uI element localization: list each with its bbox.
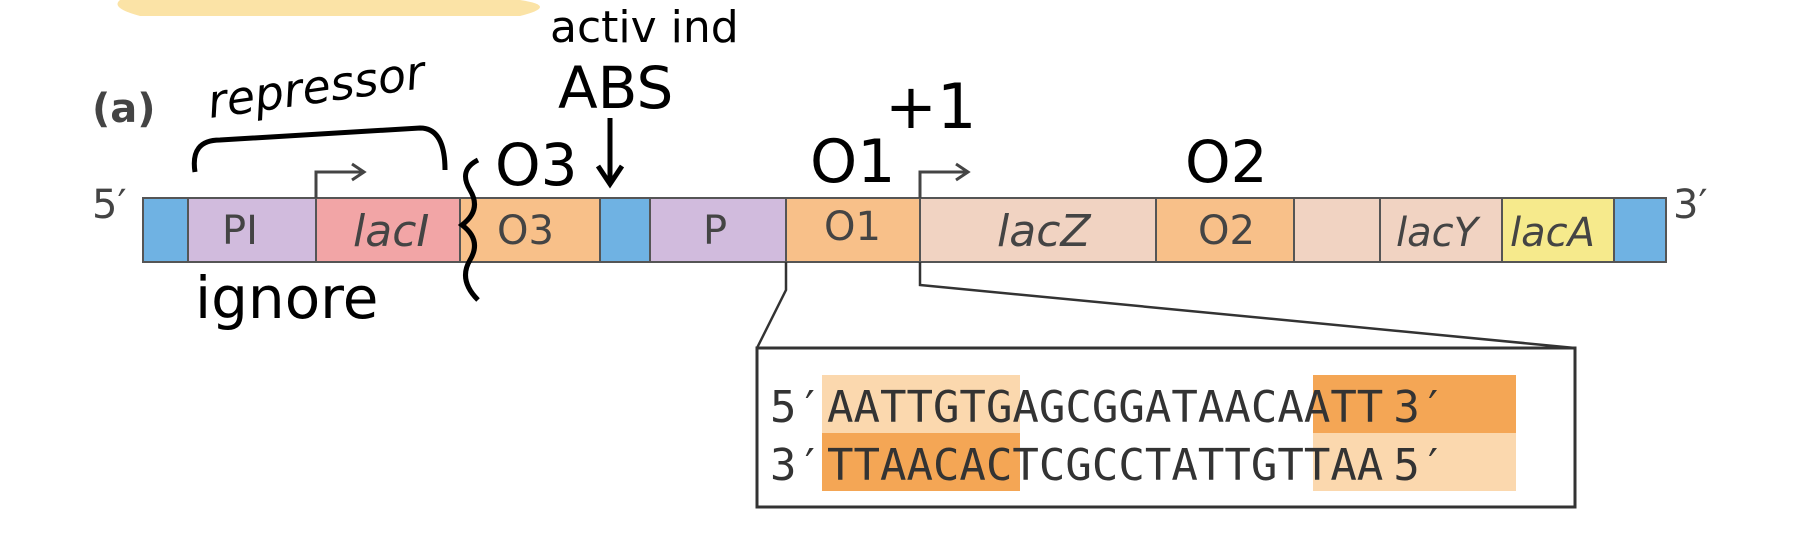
seq-top-box-b: ACAATT <box>1224 382 1383 433</box>
handwritten-repressor: repressor <box>204 45 431 129</box>
segment-lacz <box>919 197 1157 263</box>
segment-pi <box>187 197 317 263</box>
seq-bottom-left: 3′ <box>770 440 823 491</box>
handwritten-activ-ind: activ ind <box>550 2 739 53</box>
segment-blue-3 <box>1613 197 1667 263</box>
operator-brace <box>457 157 480 302</box>
label-o1: O1 <box>824 204 881 250</box>
panel-label: (a) <box>92 86 156 132</box>
segment-laci <box>315 197 461 263</box>
handwritten-o1: O1 <box>810 127 895 197</box>
promoter-arrow-lacz <box>918 162 971 198</box>
seq-bottom-box-b: TGTTAA <box>1224 440 1383 491</box>
bottom-box-a-highlight <box>822 433 1020 491</box>
segment-o2 <box>1155 197 1295 263</box>
segment-o1 <box>785 197 921 263</box>
label-o2: O2 <box>1198 208 1255 254</box>
zoom-line-left <box>755 262 788 349</box>
seq-bottom-right: 5′ <box>1393 440 1446 491</box>
seq-bottom-middle: CTCGCCTAT <box>986 440 1224 491</box>
zoom-line-right <box>918 262 1576 350</box>
segment-gap <box>1293 197 1381 263</box>
handwritten-o3: O3 <box>495 131 578 199</box>
promoter-arrow-laci <box>314 162 367 198</box>
top-box-b-highlight <box>1313 375 1516 433</box>
seq-bottom-box-a: TTAACA <box>827 440 986 491</box>
segment-laca <box>1501 197 1615 263</box>
label-p: P <box>703 208 727 254</box>
seq-top-right: 3′ <box>1393 382 1446 433</box>
segment-blue-1 <box>142 197 189 263</box>
segment-p <box>649 197 787 263</box>
label-o3: O3 <box>497 208 554 254</box>
handwritten-o2: O2 <box>1185 128 1268 196</box>
top-box-a-highlight <box>822 375 1020 433</box>
label-laci: lacI <box>353 206 429 257</box>
label-pi: PI <box>222 208 258 254</box>
seq-top-box-a: AATTGT <box>827 382 986 433</box>
label-lacy: lacY <box>1396 210 1482 256</box>
label-laca: lacA <box>1510 210 1595 256</box>
bottom-box-b-highlight <box>1313 433 1516 491</box>
abs-down-arrow <box>595 118 625 189</box>
label-lacz: lacZ <box>997 206 1091 257</box>
segment-blue-2 <box>599 197 651 263</box>
strand-left-end: 5′ <box>92 182 127 228</box>
dna-strand <box>142 197 1667 263</box>
highlight-marker <box>117 0 540 16</box>
seq-top-left: 5′ <box>770 382 823 433</box>
handwritten-plus-one: +1 <box>885 70 976 143</box>
strand-right-end: 3′ <box>1673 182 1708 228</box>
repressor-bracket <box>191 125 448 173</box>
handwritten-abs: ABS <box>558 54 673 122</box>
seq-top-middle: GAGCGGATA <box>986 382 1224 433</box>
handwritten-ignore: ignore <box>195 264 378 332</box>
